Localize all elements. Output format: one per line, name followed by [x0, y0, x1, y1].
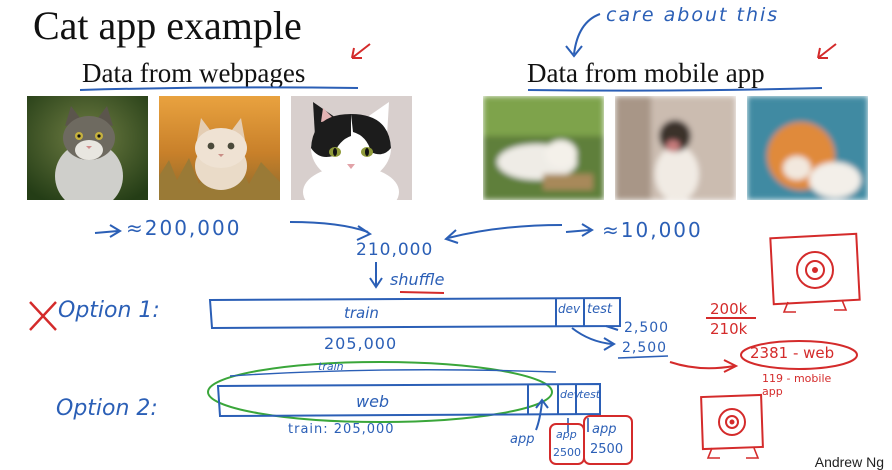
mobile-cat-photo-2 — [615, 96, 736, 200]
option-2-label: Option 2: — [56, 396, 158, 421]
breakdown-mobile: 119 - mobile app — [762, 372, 832, 398]
care-about-this-note: care about this — [606, 4, 780, 26]
ratio-denominator: 210k — [710, 320, 748, 338]
shuffle-label: shuffle — [390, 270, 445, 289]
option-2-test-label: test — [579, 388, 601, 401]
mobile-count: ≈10,000 — [602, 218, 703, 242]
mobile-cat-photo-3 — [747, 96, 868, 200]
web-count: ≈200,000 — [126, 216, 242, 240]
option-1-dev-label: dev — [558, 302, 581, 316]
option-1-dev-count: 2,500 — [624, 320, 670, 336]
mobile-data-heading: Data from mobile app — [527, 58, 765, 88]
slide-title: Cat app example — [33, 3, 302, 48]
option-2-dev-app-label: app — [556, 428, 577, 441]
option-1-train-count: 205,000 — [324, 334, 398, 353]
mobile-cat-photo-1 — [483, 96, 604, 200]
web-data-heading: Data from webpages — [82, 58, 306, 88]
web-cat-photo-3 — [291, 96, 412, 200]
option-2-web-label: web — [356, 392, 390, 411]
ratio-numerator: 200k — [710, 300, 748, 318]
web-cat-photo-2 — [159, 96, 280, 200]
option-1-label: Option 1: — [58, 298, 160, 323]
option-1-train-label: train — [344, 304, 379, 322]
web-cat-photo-1 — [27, 96, 148, 200]
option-2-app-label: app — [510, 432, 535, 447]
total-count: 210,000 — [356, 240, 434, 260]
option-2-train-count: train: 205,000 — [288, 422, 395, 437]
breakdown-web: 2381 - web — [750, 344, 835, 362]
option-1-test-label: test — [587, 302, 612, 317]
option-2-dev-label: dev — [560, 388, 581, 401]
author-credit: Andrew Ng — [814, 454, 884, 470]
option-2-test-app-label: app — [592, 422, 617, 437]
option-1-test-count: 2,500 — [622, 340, 668, 356]
option-2-dev-count: 2500 — [553, 446, 581, 459]
option-2-train-top-label: train — [318, 360, 344, 373]
option-2-test-count: 2500 — [590, 442, 624, 457]
